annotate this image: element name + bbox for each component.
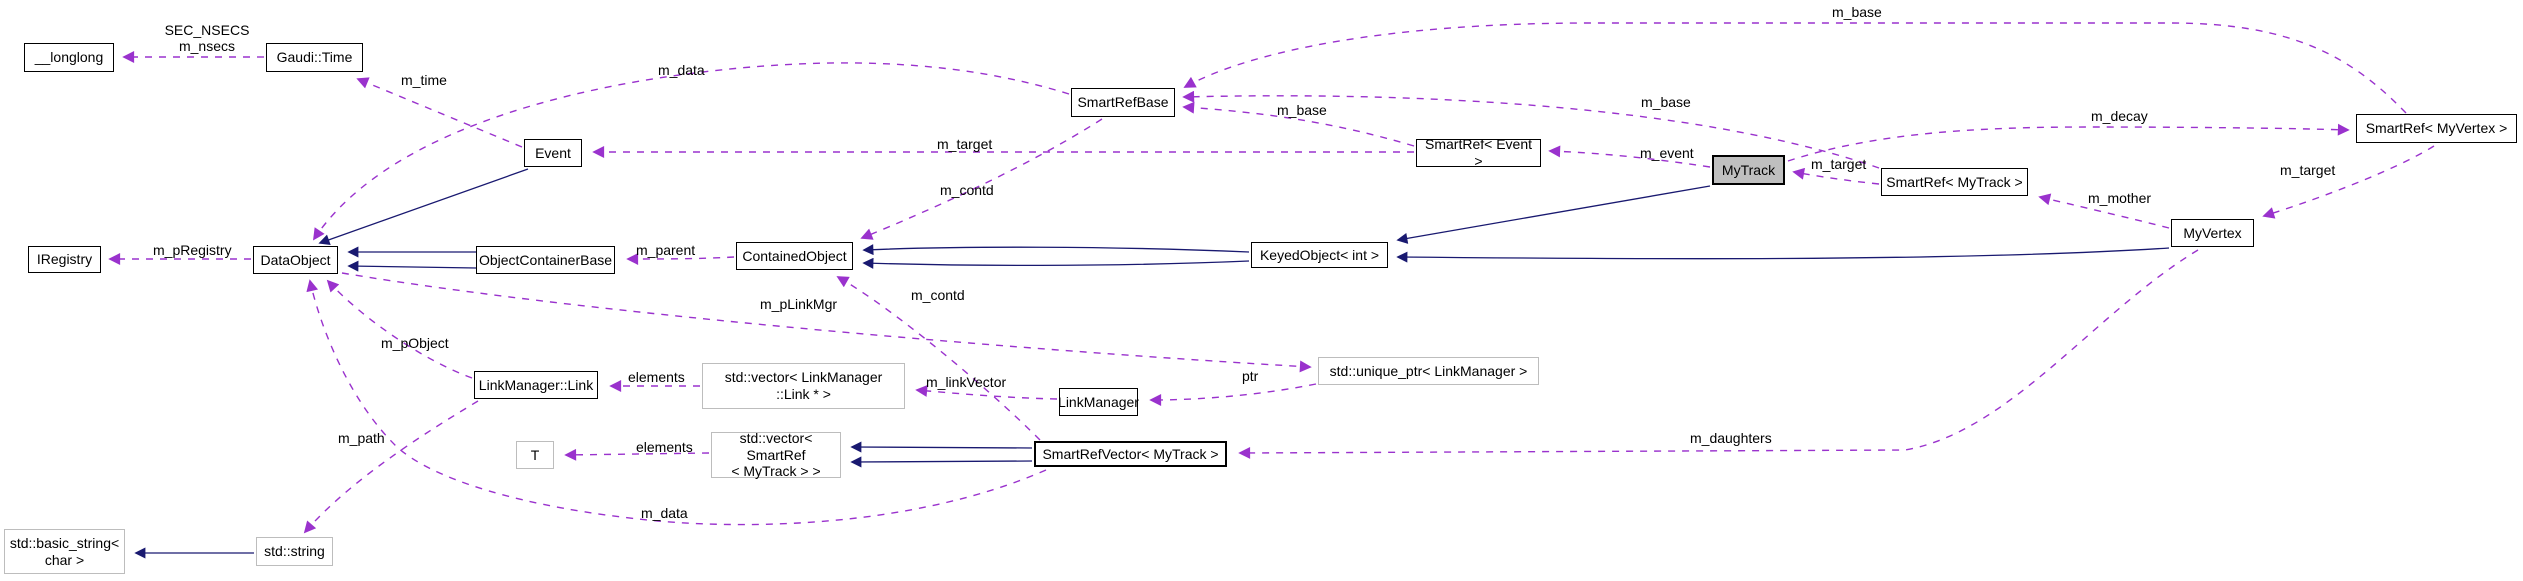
edge-label-m-base-event: m_base (1277, 102, 1327, 118)
edge-label-m-daughters: m_daughters (1690, 430, 1772, 446)
edge-ptr (1149, 383, 1317, 406)
node-containedobject[interactable]: ContainedObject (736, 242, 853, 270)
node-objectcontainerbase[interactable]: ObjectContainerBase (476, 246, 615, 274)
node-gaudi-time[interactable]: Gaudi::Time (266, 43, 363, 72)
edge-m-data-top (313, 62, 1070, 241)
edge-m-daughters (1238, 249, 2199, 459)
edge-m-plinkmgr (341, 272, 1312, 373)
edge-inherit-event-dataobject (318, 168, 529, 246)
edge-m-path (303, 400, 479, 534)
edge-label-m-pregistry: m_pRegistry (153, 242, 232, 258)
edge-label-m-mother: m_mother (2088, 190, 2152, 206)
edge-inherit-myvertex-keyedobject (1396, 247, 2170, 263)
edge-m-data-bottom (306, 279, 1047, 526)
node-smartref-mytrack[interactable]: SmartRef< MyTrack > (1881, 168, 2028, 196)
edge-label-m-path: m_path (338, 430, 385, 446)
edge-label-sec-nsecs: SEC_NSECS m_nsecs (164, 22, 250, 55)
edge-m-mother (2038, 193, 2170, 229)
edge-label-m-parent: m_parent (636, 242, 696, 258)
node-myvertex[interactable]: MyVertex (2171, 219, 2254, 247)
edge-label-m-contd-lower: m_contd (911, 287, 965, 303)
edge-label-m-linkvector: m_linkVector (926, 374, 1007, 390)
node-event[interactable]: Event (524, 139, 582, 167)
node-smartref-myvertex[interactable]: SmartRef< MyVertex > (2356, 114, 2517, 143)
edge-label-m-pobject: m_pObject (381, 335, 449, 351)
node-mytrack: MyTrack (1712, 155, 1785, 185)
edge-label-elements-t: elements (636, 439, 693, 455)
edge-m-base-mytrack (1182, 90, 1880, 169)
edge-label-m-target-mytrack: m_target (1811, 156, 1867, 172)
node-basic-string-char: std::basic_string< char > (4, 529, 125, 574)
edge-label-m-data-bottom: m_data (641, 505, 688, 521)
edge-m-base-myvertex (1183, 22, 2407, 114)
edge-label-m-decay: m_decay (2091, 108, 2148, 124)
edge-label-m-contd-upper: m_contd (940, 182, 994, 198)
edge-m-decay (1787, 123, 2350, 162)
edge-elements-t (564, 448, 710, 461)
edge-label-m-data-top: m_data (658, 62, 705, 78)
edge-m-pobject (326, 279, 473, 379)
node-dataobject[interactable]: DataObject (253, 246, 338, 274)
node-keyedobject-int[interactable]: KeyedObject< int > (1251, 242, 1388, 268)
node-template-param-t: T (516, 441, 554, 469)
edge-label-m-time: m_time (401, 72, 447, 88)
node-vector-smartref-mytrack: std::vector< SmartRef < MyTrack > > (711, 430, 841, 479)
node-linkmanager-link[interactable]: LinkManager::Link (474, 371, 598, 399)
edge-inherit-ocb-dataobject-2 (347, 260, 477, 272)
edge-inherit-smartrefvector-vector-2 (850, 456, 1033, 468)
edge-m-contd-upper (860, 118, 1103, 240)
node-vector-linkmanager-link: std::vector< LinkManager ::Link * > (702, 363, 905, 409)
edge-label-m-base-mytrack: m_base (1641, 94, 1691, 110)
edge-label-m-plinkmgr: m_pLinkMgr (760, 296, 838, 312)
node-iregistry[interactable]: IRegistry (28, 246, 101, 273)
edge-m-time (356, 77, 523, 148)
edge-m-linkvector (915, 384, 1058, 400)
node-longlong[interactable]: __longlong (24, 43, 114, 72)
edge-inherit-keyedobject-containedobject-2 (862, 257, 1250, 269)
edge-m-target-myvertex (2262, 145, 2435, 219)
edge-m-event (1548, 145, 1711, 168)
node-smartref-event[interactable]: SmartRef< Event > (1416, 136, 1541, 169)
edge-label-ptr: ptr (1242, 368, 1259, 384)
edge-inherit-keyedobject-containedobject-1 (862, 244, 1250, 256)
node-unique-ptr-linkmanager: std::unique_ptr< LinkManager > (1318, 357, 1539, 385)
node-smartrefvector-mytrack[interactable]: SmartRefVector< MyTrack > (1034, 441, 1227, 467)
node-std-string: std::string (256, 537, 333, 566)
edge-m-contd-lower (836, 276, 1041, 441)
edge-inherit-smartrefvector-vector-1 (850, 441, 1033, 453)
node-smartrefbase[interactable]: SmartRefBase (1071, 88, 1175, 117)
edge-label-m-target-event: m_target (937, 136, 993, 152)
edge-label-m-base-myvertex: m_base (1832, 4, 1882, 20)
edge-label-m-target-myvertex: m_target (2280, 162, 2336, 178)
node-linkmanager[interactable]: LinkManager (1058, 388, 1139, 416)
edge-m-target-mytrack (1792, 167, 1880, 185)
edge-label-m-event: m_event (1640, 145, 1694, 161)
edge-m-base-event (1182, 101, 1415, 147)
edge-inherit-mytrack-keyedobject (1396, 185, 1711, 244)
edge-label-elements-link: elements (628, 369, 685, 385)
